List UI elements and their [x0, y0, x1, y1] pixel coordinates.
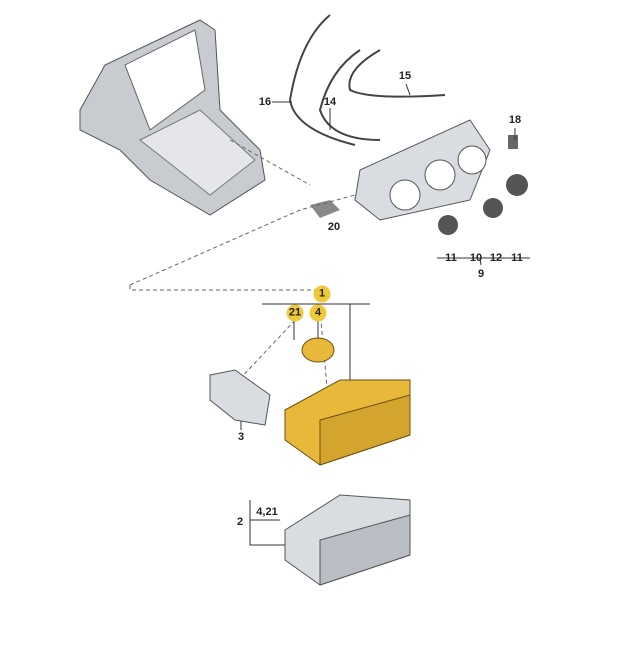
label-11a: 11 — [445, 252, 457, 264]
label-2: 2 — [236, 516, 244, 528]
label-18: 18 — [508, 114, 522, 126]
climate-control-unit — [310, 119, 528, 235]
center-console — [79, 19, 266, 216]
label-4-21: 4,21 — [256, 506, 278, 518]
label-15: 15 — [398, 70, 412, 82]
label-21: 21 — [286, 304, 304, 322]
label-10: 10 — [469, 252, 483, 264]
label-14: 14 — [323, 96, 337, 108]
label-3: 3 — [237, 431, 245, 443]
label-1: 1 — [313, 285, 331, 303]
label-9: 9 — [477, 268, 485, 280]
control-module-highlighted — [284, 337, 411, 466]
cables — [288, 14, 446, 146]
label-11b: 11 — [511, 252, 523, 264]
control-module-2 — [284, 494, 411, 586]
leader-lines — [240, 83, 530, 546]
label-4: 4 — [309, 304, 327, 322]
label-12: 12 — [489, 252, 503, 264]
sensor-module-3 — [209, 369, 271, 426]
label-16: 16 — [258, 96, 272, 108]
label-20: 20 — [327, 221, 341, 233]
